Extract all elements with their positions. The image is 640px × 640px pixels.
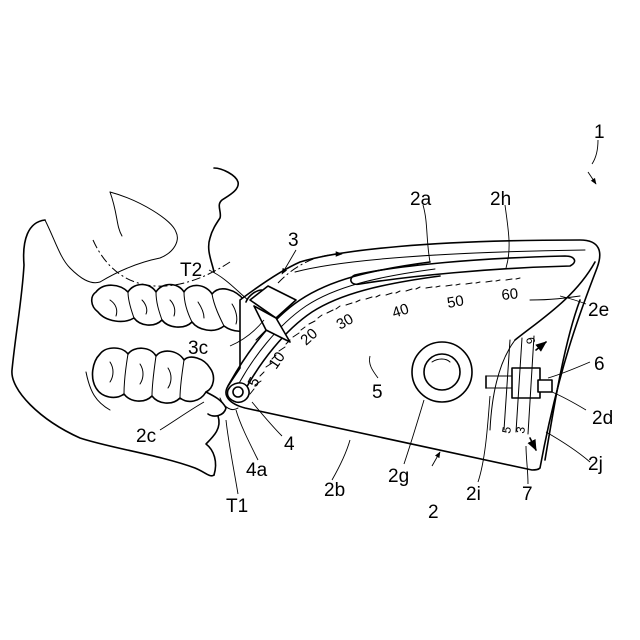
scale-number-50: 50: [446, 292, 465, 312]
label-2b: 2b: [324, 480, 345, 501]
label-fig-1: 1: [594, 122, 605, 143]
label-2c: 2c: [136, 426, 156, 447]
label-6: 6: [594, 354, 605, 375]
label-4: 4: [284, 434, 295, 455]
label-2j: 2j: [588, 454, 603, 475]
label-7: 7: [522, 484, 533, 505]
label-T2: T2: [180, 260, 202, 281]
label-2a: 2a: [410, 189, 432, 210]
label-2: 2: [428, 502, 439, 523]
label-5: 5: [372, 382, 383, 403]
label-2i: 2i: [466, 484, 481, 505]
label-3: 3: [288, 230, 299, 251]
scale-number-60: 60: [501, 285, 519, 304]
label-4a: 4a: [246, 460, 268, 481]
label-2g: 2g: [388, 466, 409, 487]
label-2h: 2h: [490, 189, 511, 210]
label-2d: 2d: [592, 408, 613, 429]
label-3c: 3c: [188, 338, 208, 359]
upper-teeth: [92, 285, 258, 332]
label-2e: 2e: [588, 300, 609, 321]
label-T1: T1: [226, 496, 248, 517]
knob-2g: [412, 342, 472, 402]
chin-outline: [206, 416, 219, 475]
